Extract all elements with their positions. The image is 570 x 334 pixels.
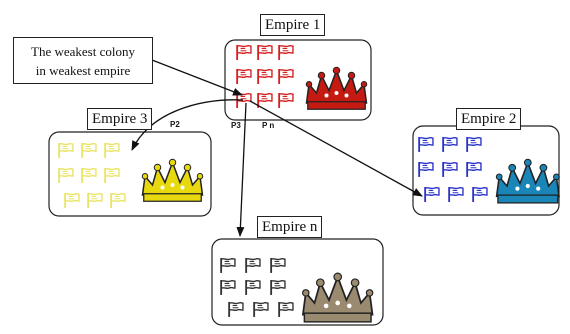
arrow-to-empire-n bbox=[236, 102, 247, 237]
empire-3-label: Empire 3 bbox=[87, 108, 153, 130]
path-label-p2: P2 bbox=[170, 120, 180, 129]
arrow-to-empire-3 bbox=[131, 99, 244, 151]
path-label-pn: P n bbox=[262, 121, 275, 130]
callout-line-2: in weakest empire bbox=[35, 63, 131, 78]
path-label-p3: P3 bbox=[231, 121, 241, 130]
arrow-to-empire-2 bbox=[249, 100, 423, 197]
callout-line-1: The weakest colony bbox=[31, 44, 135, 59]
callout-arrow bbox=[151, 59, 243, 96]
empire-2-label: Empire 2 bbox=[456, 108, 522, 130]
empire-n-label: Empire n bbox=[257, 216, 323, 238]
empire-1-label: Empire 1 bbox=[260, 14, 326, 36]
weakest-colony-callout: The weakest colony in weakest empire bbox=[13, 37, 153, 84]
